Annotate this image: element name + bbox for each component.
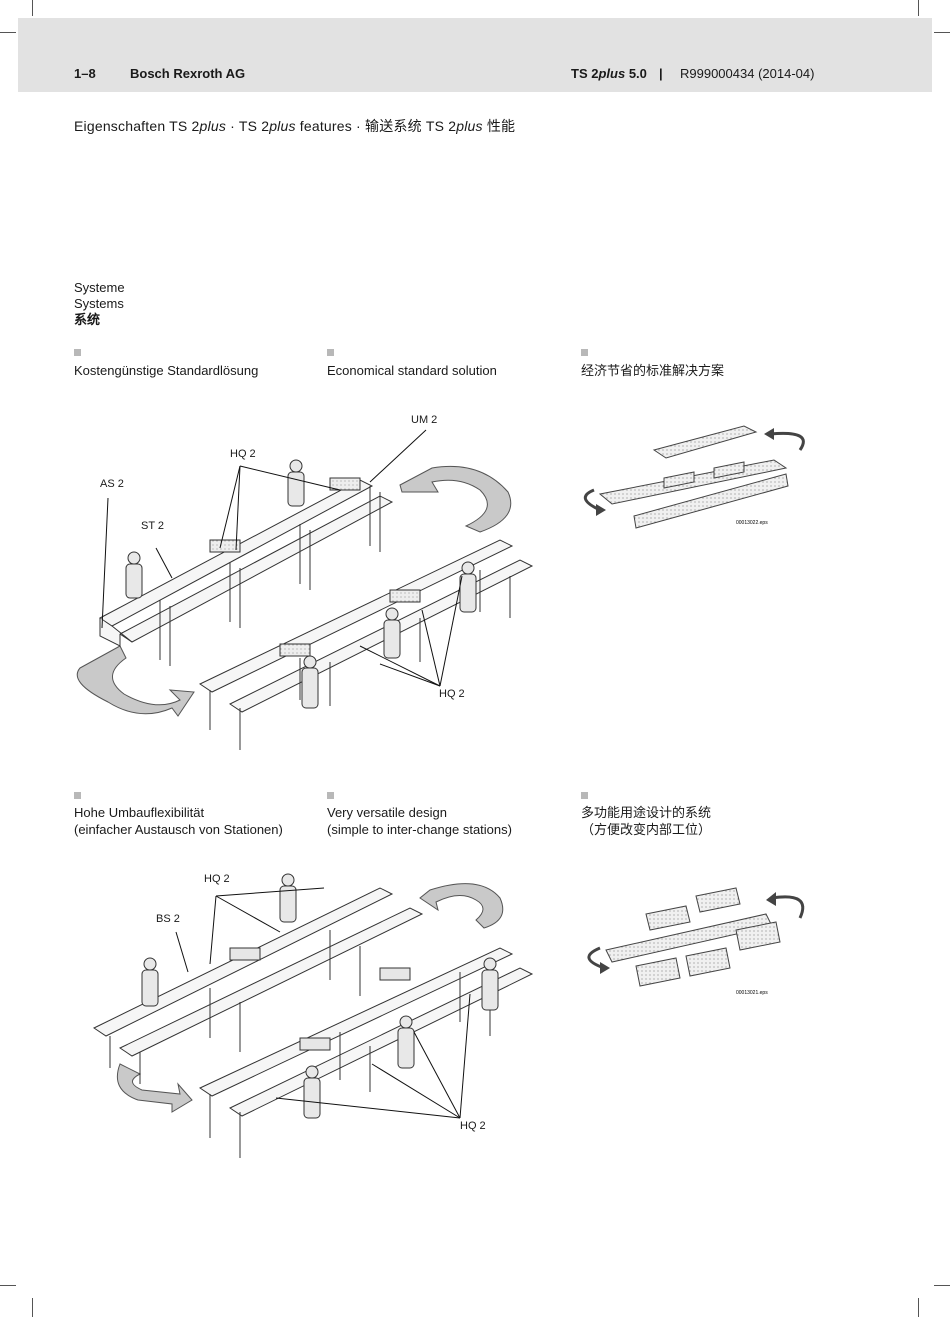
crop-mark: [0, 1285, 16, 1286]
caption-row2-zh: 多功能用途设计的系统 （方便改变内部工位）: [581, 804, 711, 838]
caption-row2-zh-line1: 多功能用途设计的系统: [581, 805, 712, 820]
flow-arrow-left: [76, 645, 195, 717]
page-number: 1–8: [74, 66, 96, 81]
crop-mark: [0, 32, 16, 33]
crop-mark: [918, 1298, 919, 1317]
bullet-square: [581, 792, 588, 799]
company-name: Bosch Rexroth AG: [130, 66, 246, 81]
section-title-zh: 系统: [74, 312, 101, 327]
label-as2: AS 2: [100, 478, 124, 490]
small-system-figure-standard: 00013022.eps: [583, 425, 805, 529]
page-header: [18, 18, 932, 92]
document-number: R999000434 (2014-04): [680, 66, 815, 81]
conveyor-figure-standard: [76, 429, 534, 750]
label-st2: ST 2: [141, 520, 165, 532]
product-name: TS 2plus 5.0: [571, 66, 647, 81]
small-system-figure-versatile: 00013021.eps: [587, 887, 805, 996]
crop-mark: [32, 1298, 33, 1317]
flow-arrow-right: [399, 465, 512, 533]
crop-mark: [934, 1285, 950, 1286]
label-hq2: HQ 2: [204, 873, 230, 885]
bullet-square: [327, 792, 334, 799]
conveyor-line-back: [99, 477, 394, 666]
leader-lines: [101, 429, 463, 687]
worker-figures: [141, 873, 499, 1119]
section-title-de: Systeme: [74, 280, 125, 295]
worker-figures: [125, 459, 477, 709]
caption-row2-de-line1: Hohe Umbauflexibilität: [74, 805, 205, 820]
figure-code: 00013021.eps: [736, 990, 768, 996]
crop-mark: [934, 32, 950, 33]
label-bs2: BS 2: [156, 913, 180, 925]
bullet-square: [74, 792, 81, 799]
crop-mark: [918, 0, 919, 16]
flow-arrow-left: [116, 1063, 193, 1113]
caption-row1-en: Economical standard solution: [327, 363, 497, 378]
conveyor-figure-versatile: [92, 873, 534, 1158]
bullet-square: [74, 349, 81, 356]
caption-row2-zh-line2: （方便改变内部工位）: [581, 822, 712, 837]
page-subtitle: Eigenschaften TS 2plus · TS 2plus featur…: [74, 118, 516, 134]
bullet-square: [581, 349, 588, 356]
figure-code: 00013022.eps: [736, 520, 768, 526]
section-title-en: Systems: [74, 296, 124, 311]
caption-row1-zh: 经济节省的标准解决方案: [581, 363, 725, 378]
label-um2: UM 2: [411, 414, 438, 426]
caption-row1-de: Kostengünstige Standardlösung: [74, 363, 259, 378]
caption-row2-en-line2: (simple to inter-change stations): [327, 822, 512, 837]
label-hq2: HQ 2: [460, 1120, 486, 1132]
section-title: Systeme Systems 系统: [74, 280, 125, 328]
leader-lines: [175, 887, 471, 1119]
label-hq2: HQ 2: [230, 448, 256, 460]
caption-row2-de-line2: (einfacher Austausch von Stationen): [74, 822, 283, 837]
label-hq2: HQ 2: [439, 688, 465, 700]
bullet-square: [327, 349, 334, 356]
header-separator: |: [659, 66, 663, 81]
crop-mark: [32, 0, 33, 16]
caption-row2-en: Very versatile design (simple to inter-c…: [327, 804, 512, 838]
flow-arrow-right: [419, 883, 504, 929]
caption-row2-en-line1: Very versatile design: [327, 805, 447, 820]
caption-row2-de: Hohe Umbauflexibilität (einfacher Austau…: [74, 804, 283, 838]
